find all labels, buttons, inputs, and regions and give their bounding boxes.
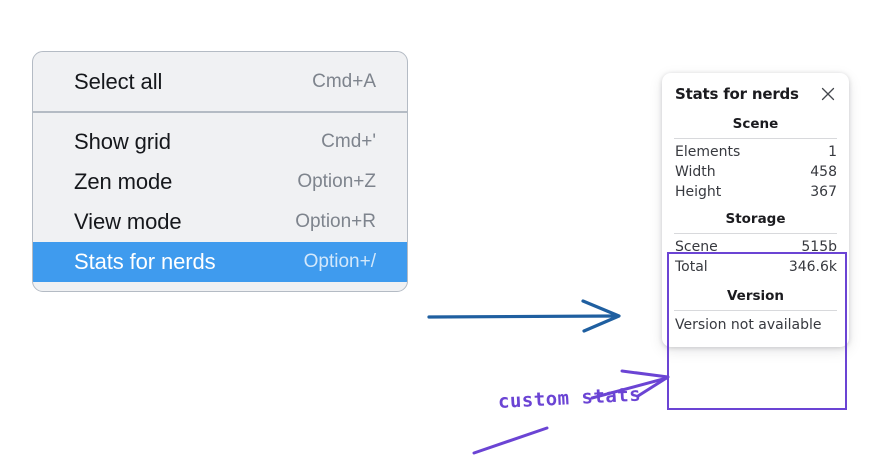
stats-row-height: Height 367	[662, 182, 849, 202]
stats-row-storage-scene: Scene 515b	[662, 237, 849, 257]
menu-item-label: Show grid	[74, 129, 171, 154]
stats-row-value: 367	[810, 184, 837, 200]
stats-row-elements: Elements 1	[662, 142, 849, 162]
stats-row-value: 1	[828, 144, 837, 160]
section-rule	[674, 310, 837, 311]
menu-item-shortcut: Option+/	[303, 251, 376, 272]
menu-item-shortcut: Option+R	[295, 211, 376, 232]
menu-item-zen-mode[interactable]: Zen mode Option+Z	[33, 162, 407, 202]
menu-item-view-mode[interactable]: View mode Option+R	[33, 202, 407, 242]
section-title-scene: Scene	[732, 116, 779, 132]
stats-row-label: Width	[675, 164, 716, 180]
stats-row-value: 346.6k	[788, 259, 837, 275]
stats-row-label: Total	[675, 259, 708, 275]
stats-row-label: Elements	[675, 144, 741, 160]
stats-row-value: 458	[810, 164, 837, 180]
menu-item-shortcut: Cmd+A	[312, 71, 376, 92]
menu-item-select-all[interactable]: Select all Cmd+A	[33, 62, 407, 102]
section-title-version: Version	[726, 288, 785, 304]
menu-item-shortcut: Option+Z	[297, 171, 376, 192]
menu-item-label: Zen mode	[74, 169, 173, 194]
context-menu[interactable]: Select all Cmd+A Show grid Cmd+' Zen mod…	[32, 51, 408, 292]
version-note: Version not available	[675, 317, 822, 333]
stats-row-value: 515b	[801, 239, 837, 255]
stats-row-label: Scene	[675, 239, 718, 255]
menu-item-stats-for-nerds[interactable]: Stats for nerds Option+/	[33, 242, 407, 282]
menu-item-show-grid[interactable]: Show grid Cmd+'	[33, 122, 407, 162]
close-icon[interactable]	[819, 85, 837, 103]
menu-item-label: Select all	[74, 69, 163, 94]
menu-group-2: Show grid Cmd+' Zen mode Option+Z View m…	[33, 113, 407, 291]
stats-panel-title: Stats for nerds	[675, 85, 799, 103]
menu-divider	[33, 111, 407, 113]
stats-row-label: Height	[675, 184, 722, 200]
section-title-storage: Storage	[725, 211, 786, 227]
stats-row-storage-total: Total 346.6k	[662, 257, 849, 277]
menu-item-shortcut: Cmd+'	[321, 131, 376, 152]
stats-panel-header: Stats for nerds	[662, 85, 849, 103]
section-rule	[674, 138, 837, 139]
section-rule	[674, 233, 837, 234]
menu-item-label: Stats for nerds	[74, 249, 216, 274]
stats-panel: Stats for nerds Scene Elements 1 Width 4…	[662, 73, 849, 347]
menu-item-label: View mode	[74, 209, 182, 234]
stats-row-width: Width 458	[662, 162, 849, 182]
menu-group-1: Select all Cmd+A	[33, 52, 407, 111]
